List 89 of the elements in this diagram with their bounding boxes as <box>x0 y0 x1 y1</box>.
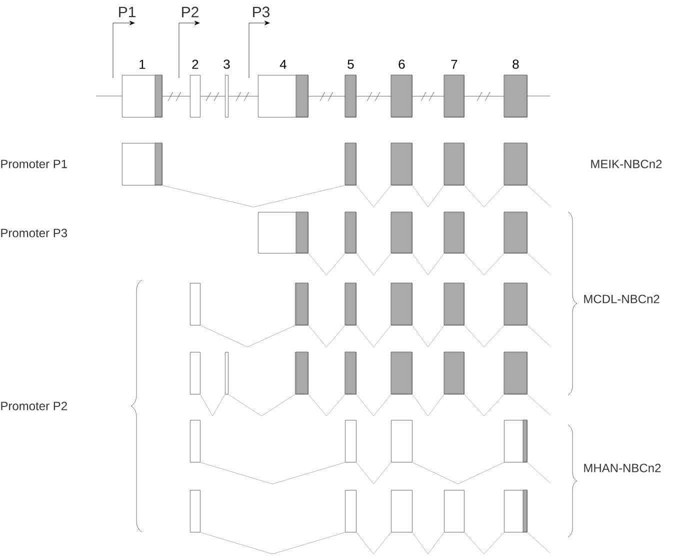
node-label: 6 <box>398 60 405 69</box>
exon-box <box>504 142 528 186</box>
exon-box <box>390 142 412 186</box>
exon-box <box>391 420 412 462</box>
row-label: Promoter P2 <box>1 402 67 410</box>
splice-line <box>412 462 504 484</box>
splice-line <box>527 185 550 206</box>
exon-box <box>390 212 412 254</box>
exon-box <box>344 142 356 186</box>
node-label: 4 <box>280 60 286 69</box>
splice-line <box>356 462 392 484</box>
exon-box <box>390 352 412 394</box>
exon-box <box>504 352 528 394</box>
promoter-label: P2 <box>182 6 198 18</box>
splice-line <box>308 394 346 416</box>
exon-box <box>295 282 308 326</box>
exon-box <box>504 420 528 462</box>
splice-line <box>162 185 346 208</box>
splice-line <box>200 532 346 554</box>
exon-box <box>190 490 200 532</box>
exon-box <box>295 352 308 394</box>
row-label: Promoter P3 <box>1 228 68 238</box>
splice-line <box>200 325 296 348</box>
splice-line <box>412 253 444 276</box>
splice-line <box>412 532 444 554</box>
exon-box <box>504 212 528 254</box>
splice-line <box>464 185 504 208</box>
splice-line <box>308 253 346 276</box>
exon-box <box>390 282 412 326</box>
exon-box <box>225 352 228 394</box>
exon-box: 4 <box>258 60 308 118</box>
exon-box <box>444 490 464 532</box>
splice-line <box>527 532 550 554</box>
isoform-label: MCDL-NBCn2 <box>584 294 660 304</box>
exon-box: 2 <box>190 60 200 118</box>
splice-line <box>527 394 550 416</box>
exon-box <box>190 420 200 462</box>
splice-line <box>412 185 444 208</box>
splice-line <box>356 532 392 554</box>
exon-box <box>391 490 412 532</box>
exon-box <box>504 282 528 326</box>
exon-box <box>345 420 356 462</box>
splice-line <box>527 325 550 346</box>
promoter-label: P3 <box>253 6 270 18</box>
exon-box: 8 <box>504 60 528 118</box>
splice-line <box>356 394 392 416</box>
exon-box <box>122 142 162 186</box>
node-label: 7 <box>451 60 458 69</box>
exon-box: 6 <box>390 60 412 118</box>
isoform-label: MHAN-NBCn2 <box>584 464 661 472</box>
splice-line <box>356 253 392 276</box>
exon-box <box>504 490 528 532</box>
exon-box <box>344 352 356 394</box>
exon-box: 3 <box>224 60 230 118</box>
exon-box <box>444 142 464 186</box>
splice-line <box>464 394 504 416</box>
splice-line <box>527 462 550 484</box>
exon-box <box>344 212 356 254</box>
exon-box <box>190 283 200 326</box>
exon-box: 5 <box>344 60 356 118</box>
splice-line <box>412 325 444 348</box>
splice-line <box>464 253 504 276</box>
node-label: 3 <box>224 60 230 69</box>
splice-line <box>200 462 346 484</box>
exon-box <box>190 352 200 394</box>
isoform-label: MEIK-NBCn2 <box>591 160 662 168</box>
splice-line <box>464 325 504 348</box>
splice-line <box>464 532 504 554</box>
exon-box <box>444 352 464 394</box>
exon-box <box>444 282 464 326</box>
node-label: 5 <box>348 60 354 69</box>
exon-box <box>345 490 356 532</box>
splice-line <box>228 394 296 416</box>
node-label: 8 <box>512 60 519 69</box>
splice-line <box>412 394 444 416</box>
promoter-label: P1 <box>119 6 136 18</box>
node-label: 1 <box>140 60 146 69</box>
splice-line <box>308 325 346 348</box>
exon-box: 7 <box>444 60 464 118</box>
row-label: Promoter P1 <box>1 160 67 168</box>
node-label: 2 <box>192 60 198 69</box>
exon-box <box>344 282 356 326</box>
splice-line <box>200 394 226 416</box>
splice-line <box>527 253 550 274</box>
exon-box <box>444 212 464 254</box>
splice-line <box>356 325 392 348</box>
exon-box: 1 <box>122 60 162 118</box>
exon-box <box>258 212 308 254</box>
splice-line <box>356 185 392 208</box>
